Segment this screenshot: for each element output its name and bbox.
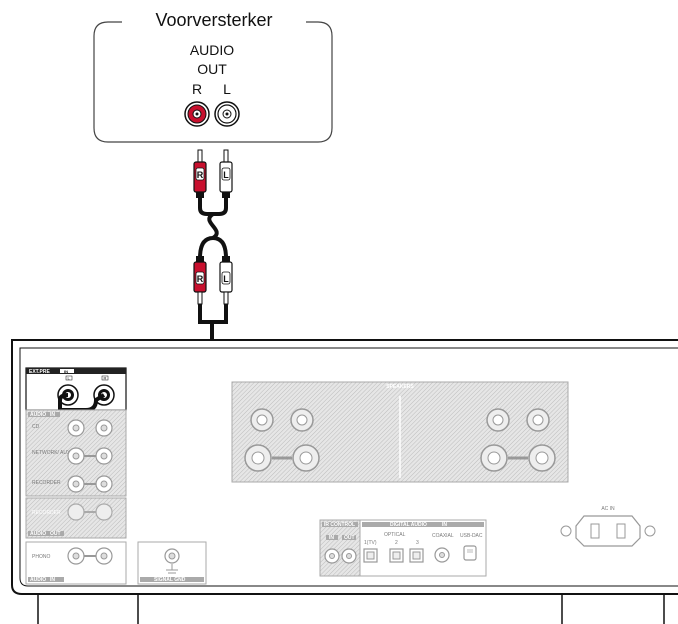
audio-in2-label: AUDIO [30, 577, 46, 583]
digital-io-block: IR CONTROL IN OUT DIGITAL AUDIO IN OPTIC… [319, 519, 487, 577]
phono-jacks[interactable] [67, 547, 113, 565]
usb-dac-port[interactable] [463, 545, 477, 561]
digital-audio-tag: IN [442, 522, 447, 528]
opt1-label: 1(TV) [364, 540, 377, 546]
bottom-plug-r-label: R [197, 274, 204, 284]
ac-in-label: AC IN [601, 506, 615, 512]
top-plug-r[interactable]: R [193, 149, 207, 198]
foot-right [561, 594, 665, 624]
audio-out-label: AUDIO [30, 531, 46, 537]
out-l-jack[interactable] [214, 101, 240, 127]
optical-label: OPTICAL [384, 532, 406, 538]
ext-pre-block: EXT.PRE IN L R [25, 367, 127, 412]
top-plug-l-label: L [223, 170, 229, 180]
phono-block: PHONO AUDIO IN [25, 541, 127, 585]
speakers-block: SPEAKERS [231, 381, 569, 483]
ext-pre-r: R [104, 376, 107, 381]
speaker-terminals-left[interactable] [244, 408, 320, 472]
recorder2-label: RECORDER [32, 510, 61, 516]
r-label: R [192, 81, 202, 97]
out-r-jack[interactable] [184, 101, 210, 127]
coaxial-jack[interactable] [434, 547, 450, 563]
opt2-label: 2 [395, 540, 398, 546]
audio-in-label: AUDIO [30, 412, 46, 418]
amplifier-rear-panel: EXT.PRE IN L R AUDIO IN [11, 339, 678, 624]
input-recorder: RECORDER [32, 480, 61, 486]
bottom-plug-l-label: L [223, 274, 229, 284]
foot-left [37, 594, 139, 624]
bottom-plug-l[interactable]: L [219, 256, 233, 305]
top-plug-r-label: R [197, 170, 204, 180]
l-label: L [223, 81, 231, 97]
input-cd: CD [32, 424, 40, 430]
audio-label: AUDIO [190, 42, 234, 58]
ir-control-label: IR CONTROL [324, 522, 355, 528]
ground-icon [166, 564, 178, 574]
audio-in2-tag: IN [50, 577, 55, 583]
speakers-label: SPEAKERS [386, 384, 414, 390]
ext-pre-label: EXT.PRE [29, 369, 51, 375]
ext-pre-in-tag: IN [64, 369, 68, 374]
ac-in-block: AC IN [560, 506, 656, 547]
preamp-unit: Voorversterker AUDIO OUT R L [93, 10, 333, 143]
top-plug-l[interactable]: L [219, 149, 233, 198]
audio-out-block: RECORDER AUDIO OUT [25, 497, 127, 539]
signal-gnd-terminal[interactable] [164, 548, 180, 564]
out-label: OUT [197, 61, 227, 77]
ir-out-label: OUT [344, 535, 355, 541]
optical-ports[interactable] [363, 548, 424, 563]
ext-pre-l: L [68, 376, 71, 381]
cd-jacks[interactable] [67, 419, 113, 437]
signal-gnd-block: SIGNAL GND [137, 541, 207, 585]
opt3-label: 3 [416, 540, 419, 546]
phono-label: PHONO [32, 554, 50, 560]
recorder-jacks[interactable] [67, 475, 113, 493]
bottom-plug-r[interactable]: R [193, 256, 207, 305]
ir-in-label: IN [329, 535, 334, 541]
audio-in-tag: IN [50, 412, 55, 418]
ac-in-socket[interactable] [560, 515, 656, 547]
input-network: NETWORK/ AUX [32, 450, 71, 456]
recorder-out-jacks[interactable] [67, 503, 113, 521]
audio-out-tag: OUT [50, 531, 61, 537]
audio-in-block: AUDIO IN CD NETWORK/ AUX RECORDER [25, 409, 127, 497]
coaxial-label: COAXIAL [432, 533, 454, 539]
network-jacks[interactable] [67, 447, 113, 465]
usb-dac-label: USB-DAC [460, 533, 483, 539]
signal-gnd-label: SIGNAL GND [154, 577, 186, 583]
speaker-terminals-right[interactable] [480, 408, 556, 472]
preamp-title: Voorversterker [155, 10, 272, 30]
ir-jacks[interactable] [324, 548, 357, 564]
digital-audio-label: DIGITAL AUDIO [390, 522, 427, 528]
